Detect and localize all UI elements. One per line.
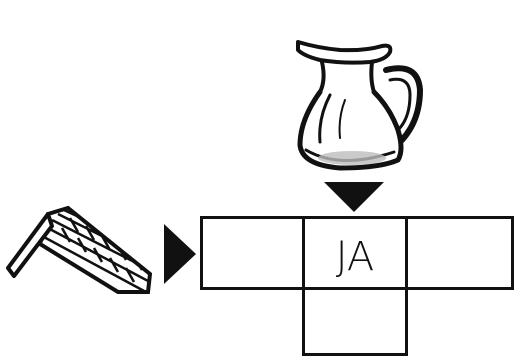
grid-cell-bottom[interactable] bbox=[302, 288, 408, 356]
grid-cell-center[interactable] bbox=[302, 216, 408, 290]
grid-cell-right[interactable] bbox=[406, 216, 514, 290]
cell-letters: JA bbox=[335, 234, 375, 280]
grid-cell-left[interactable] bbox=[200, 216, 304, 290]
